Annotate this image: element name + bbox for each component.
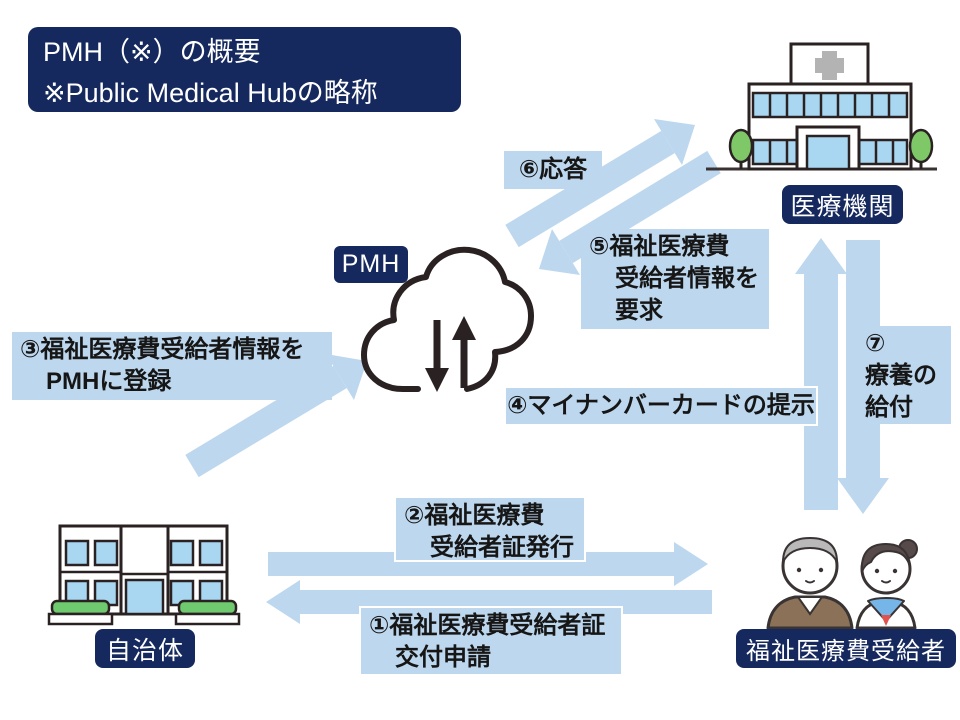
municipality-node-label: 自治体 (95, 629, 195, 668)
step1-line1: ①福祉医療費受給者証 (369, 612, 606, 639)
arrow-step6-pmh-to-hospital (505, 119, 695, 248)
step5-line3: 要求 (615, 296, 663, 324)
title-line2: ※Public Medical Hubの略称 (43, 77, 378, 108)
step3-label-box: ③福祉医療費受給者情報を PMHに登録 (12, 332, 332, 400)
hospital-building-icon (706, 42, 937, 171)
upload-arrow-icon (452, 316, 476, 388)
government-building-icon (47, 524, 241, 626)
step7-line2: 療養の (865, 361, 937, 389)
arrow-step2-municipality-to-recipient (268, 542, 708, 586)
step5-line2: 受給者情報を (615, 264, 759, 292)
step4-label-box: ④マイナンバーカードの提示 (504, 386, 818, 426)
recipients-node-label: 福祉医療費受給者 (736, 629, 956, 668)
arrow-step1-recipient-to-municipality (266, 580, 712, 624)
step1-line2: 交付申請 (395, 643, 491, 671)
elderly-man-and-girl-icon (766, 536, 918, 630)
step7-label-box: ⑦ 療養の 給付 (857, 326, 951, 424)
arrow-step4-recipient-to-hospital (795, 238, 847, 510)
step5-line1: ⑤福祉医療費 (589, 233, 730, 260)
step3-line1: ③福祉医療費受給者情報を (20, 336, 305, 363)
girl-icon (855, 539, 918, 630)
bush-icon (50, 599, 238, 616)
title-box: PMH（※）の概要 ※Public Medical Hubの略称 (28, 27, 461, 112)
pmh-node-label: PMH (334, 246, 408, 283)
hospital-node-label: 医療機関 (782, 185, 903, 224)
step7-line3: 給付 (865, 393, 913, 421)
step6-text: ⑥応答 (518, 156, 588, 184)
download-arrow-icon (425, 320, 449, 392)
elderly-man-icon (766, 536, 854, 630)
cloud-icon (361, 246, 534, 392)
step6-label-box: ⑥応答 (504, 151, 602, 189)
step2-line2: 受給者証発行 (430, 533, 574, 561)
step2-label-box: ②福祉医療費 受給者証発行 (394, 496, 586, 562)
tree-icon (728, 128, 934, 169)
step5-label-box: ⑤福祉医療費 受給者情報を 要求 (581, 229, 769, 329)
step7-line1: ⑦ (865, 330, 886, 357)
step4-text: ④マイナンバーカードの提示 (507, 392, 815, 420)
title-line1: PMH（※）の概要 (43, 37, 261, 67)
step2-line1: ②福祉医療費 (404, 502, 545, 529)
step1-label-box: ①福祉医療費受給者証 交付申請 (359, 606, 623, 676)
step3-line2: PMHに登録 (46, 367, 172, 395)
